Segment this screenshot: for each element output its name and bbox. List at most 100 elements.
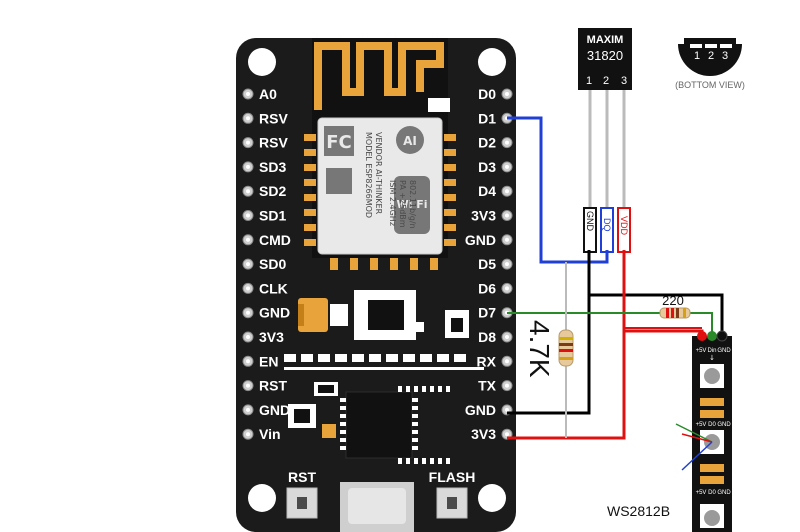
tantalum-capacitor xyxy=(298,298,328,332)
strip-pad-label: +5V xyxy=(696,348,707,354)
fc-logo-text: FC xyxy=(326,132,352,153)
left-pin-label: SD2 xyxy=(259,183,286,199)
left-pin-label: RSV xyxy=(259,135,288,151)
strip-pad-label: D0 xyxy=(708,422,716,428)
micro-usb-port[interactable] xyxy=(340,482,414,532)
smd-resistor xyxy=(318,354,330,362)
header-pin-hole xyxy=(246,407,250,412)
module-pad xyxy=(350,258,358,270)
chip-pin xyxy=(430,458,434,464)
pullup-resistor-body xyxy=(558,329,574,367)
module-text-line: VENDOR AI-THINKER xyxy=(374,132,383,215)
bottom-view-shape xyxy=(678,44,742,76)
chip-pin xyxy=(412,438,418,442)
header-pin-hole xyxy=(246,164,250,169)
pullup-resistor: 4.7K xyxy=(524,320,574,378)
ds18b20-sensor: MAXIM 31820 1 2 3 xyxy=(578,28,632,212)
antenna-trace xyxy=(314,42,444,110)
bottom-view-label: (BOTTOM VIEW) xyxy=(675,80,745,90)
nodemcu-board: FC AI Wi Fi MODEL ESP8266MOD VENDOR AI-T… xyxy=(236,38,516,532)
module-pad xyxy=(390,258,398,270)
smd-resistor xyxy=(301,354,313,362)
wifi-logo-icon xyxy=(394,176,430,234)
right-pin-label: GND xyxy=(465,232,496,248)
module-pad xyxy=(370,258,378,270)
smd-resistor xyxy=(335,354,347,362)
header-pin-hole xyxy=(246,335,250,339)
strip-pad-label: +5V xyxy=(696,422,707,428)
chip-pin xyxy=(340,406,346,410)
dq-wire-label: DQ xyxy=(602,218,612,232)
series-resistor-label: 220 xyxy=(662,293,684,308)
right-pin-label: D8 xyxy=(478,329,496,345)
chip-pin xyxy=(412,398,418,402)
module-pad xyxy=(304,164,316,171)
vdd-wire-label: VDD xyxy=(619,216,629,236)
smd-resistor xyxy=(420,354,432,362)
smd-capacitor-body xyxy=(318,385,334,393)
module-pad xyxy=(444,209,456,216)
header-pin-hole xyxy=(246,286,250,291)
right-pin-label: D4 xyxy=(478,183,496,199)
right-pin-label: D6 xyxy=(478,280,496,296)
header-pin-hole xyxy=(505,189,509,194)
module-pad xyxy=(304,194,316,201)
usb-port-inner[interactable] xyxy=(348,488,406,524)
chip-pin xyxy=(446,386,450,392)
header-pin-hole xyxy=(246,189,250,194)
resistor-band xyxy=(559,357,573,360)
strip-resistor xyxy=(700,476,724,484)
rst-button-cap[interactable] xyxy=(297,497,307,509)
resistor-band xyxy=(676,308,679,318)
module-pad xyxy=(304,209,316,216)
strip-pad-label: GND xyxy=(717,490,731,496)
module-pad xyxy=(304,149,316,156)
rst-button[interactable] xyxy=(286,487,318,519)
chip-pin xyxy=(430,386,434,392)
module-pad xyxy=(444,224,456,231)
right-pin-label: D7 xyxy=(478,305,496,321)
chip-pin xyxy=(412,414,418,418)
chip-pin xyxy=(406,458,410,464)
module-pad xyxy=(304,239,316,246)
ai-thinker-logo-icon xyxy=(396,126,424,154)
module-pad xyxy=(304,179,316,186)
rgb-ray-red xyxy=(681,433,713,443)
ai-thinker-logo-text: AI xyxy=(403,134,417,148)
smd-resistor xyxy=(403,354,415,362)
flash-button[interactable] xyxy=(436,487,468,519)
sensor-pin-label: 3 xyxy=(621,75,627,87)
header-pin-hole xyxy=(505,335,509,339)
chip-pin xyxy=(412,430,418,434)
right-pin-label: D5 xyxy=(478,256,496,272)
chip-pin xyxy=(340,446,346,450)
chip-pin xyxy=(412,422,418,426)
smd-diode-body xyxy=(294,409,310,423)
module-pad xyxy=(304,134,316,141)
series-resistor: 220 xyxy=(659,293,691,319)
left-pin-label: GND xyxy=(259,402,290,418)
wire-gnd-strip xyxy=(589,293,724,336)
led-die xyxy=(704,510,720,526)
module-pad xyxy=(444,134,456,141)
header-pin-hole xyxy=(505,140,509,145)
right-pin-label: TX xyxy=(478,378,497,394)
header-pin-hole xyxy=(246,383,250,388)
module-pad xyxy=(430,258,438,270)
strip-resistor xyxy=(700,464,724,472)
header-pin-hole xyxy=(246,92,250,96)
bottom-pin-mark xyxy=(720,44,732,48)
bottom-pin-label: 3 xyxy=(722,50,728,62)
left-pin-header: A0RSVRSVSD3SD2SD1CMDSD0CLKGND3V3ENRSTGND… xyxy=(242,86,291,442)
strip-pad-label: GND xyxy=(717,422,731,428)
flash-button-cap[interactable] xyxy=(447,497,457,509)
resistor-band xyxy=(683,308,686,318)
right-pin-label: RX xyxy=(477,353,497,369)
strip-resistor xyxy=(700,410,724,418)
wires xyxy=(507,116,724,440)
right-pin-label: D2 xyxy=(478,135,496,151)
pullup-resistor-label: 4.7K xyxy=(524,320,555,378)
smd-resistor xyxy=(454,354,466,362)
